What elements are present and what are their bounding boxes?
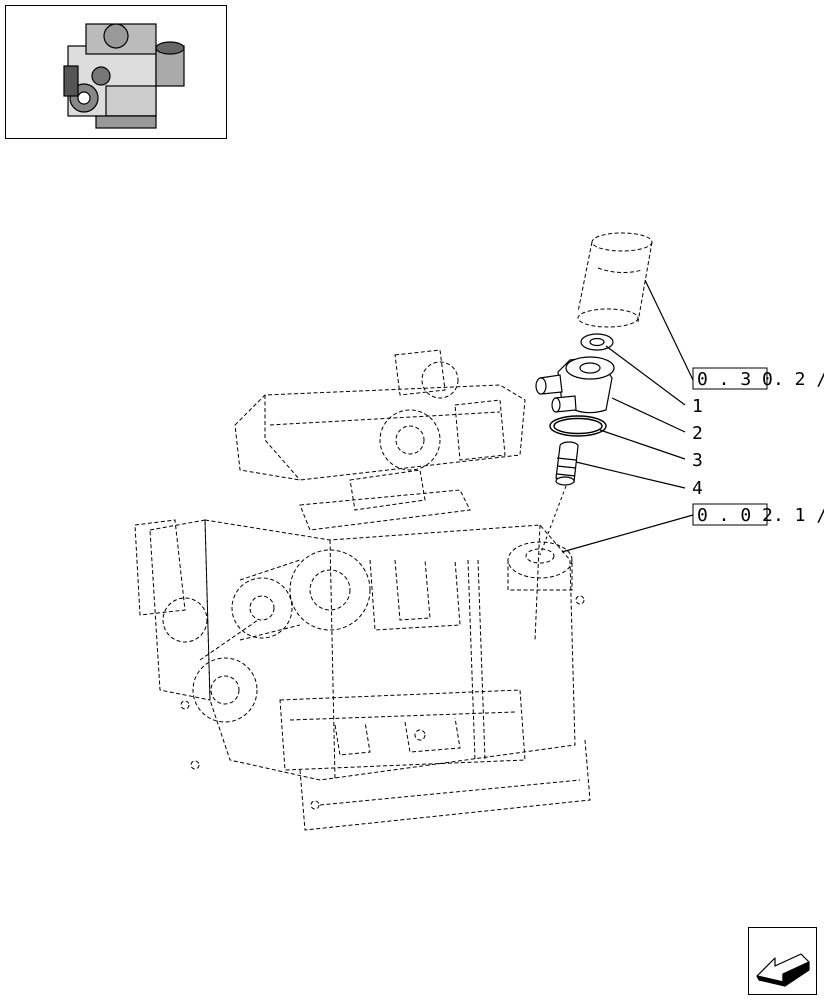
callout-4: 4: [692, 478, 703, 499]
callout-1: 1: [692, 396, 703, 417]
reference-suffix-2: . 1 /: [773, 505, 824, 526]
engine-thumbnail[interactable]: [5, 5, 227, 139]
reference-code-2: 0 . 0 2: [697, 505, 773, 526]
reference-link-2[interactable]: 0 . 0 2 . 1 /: [692, 503, 824, 526]
next-page-button[interactable]: [748, 927, 817, 995]
callout-2: 2: [692, 423, 703, 444]
engine-block: [134, 349, 591, 831]
part-4-threaded-nipple[interactable]: [555, 441, 579, 486]
assembly-centerline: [539, 485, 567, 556]
part-3-o-ring[interactable]: [549, 415, 607, 437]
reference-link-1[interactable]: 0 . 3 0 . 2 /: [692, 367, 824, 390]
oil-filter: [577, 232, 653, 328]
reference-suffix-1: . 2 /: [773, 369, 824, 390]
leader-lines: [561, 279, 694, 553]
engine-thumbnail-icon: [63, 23, 185, 129]
part-1-gasket[interactable]: [580, 333, 614, 351]
next-page-arrow-icon: [756, 953, 810, 987]
reference-code-1: 0 . 3 0: [697, 369, 773, 390]
part-2-filter-adapter[interactable]: [535, 356, 615, 414]
callout-3: 3: [692, 450, 703, 471]
